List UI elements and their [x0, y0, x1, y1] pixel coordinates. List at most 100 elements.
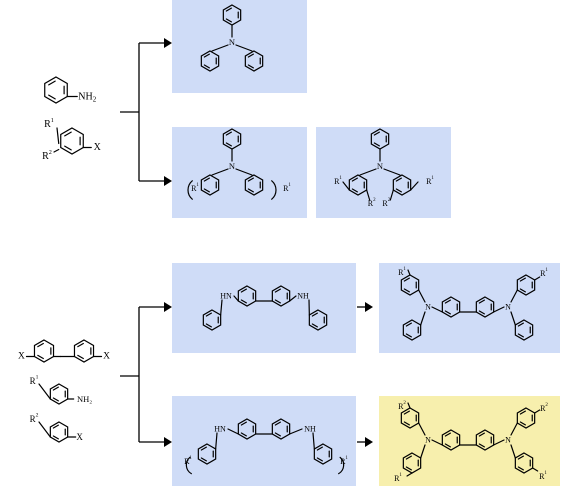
double-bond — [203, 177, 210, 182]
double-bond — [405, 322, 412, 327]
double-bond — [405, 466, 412, 471]
double-bond — [517, 333, 524, 338]
r-superscript: 1 — [189, 455, 192, 460]
bond — [289, 295, 297, 302]
benzene-ring — [237, 418, 257, 440]
r-superscript: 2 — [373, 197, 376, 202]
panel-di-substituted-triarylamine — [316, 127, 451, 218]
panel-tetraphenylbenzidine — [379, 263, 560, 353]
bond — [312, 432, 315, 450]
double-bond — [48, 94, 56, 100]
r-letter: R — [540, 404, 546, 413]
double-bond — [225, 18, 232, 23]
nh-text: NH — [78, 91, 92, 102]
double-bond — [203, 64, 210, 69]
aniline: NH2 — [44, 76, 97, 104]
r1-right-label: R1 — [540, 267, 548, 277]
bond — [493, 306, 505, 313]
double-bond — [444, 299, 451, 304]
r1-bond — [342, 181, 350, 191]
nitrogen-label: N — [229, 161, 235, 171]
bond — [289, 428, 303, 435]
nitrogen-label: N — [229, 37, 235, 47]
r1-right-label: R1 — [426, 175, 434, 185]
double-bond — [200, 457, 207, 462]
double-bond — [316, 457, 323, 462]
double-bond — [247, 53, 254, 58]
benzene-ring — [475, 429, 495, 451]
bond — [431, 306, 443, 313]
double-bond — [37, 342, 44, 348]
benzene-ring — [392, 174, 412, 196]
double-bond — [517, 455, 524, 460]
bond — [227, 428, 239, 435]
double-bond — [203, 188, 210, 193]
r1-left-label: R1 — [394, 472, 402, 482]
benzene-ring — [400, 274, 420, 296]
r-letter: R — [368, 199, 374, 208]
bond — [235, 168, 253, 176]
r2-left-label: R2 — [368, 197, 376, 207]
benzene-ring — [271, 285, 291, 307]
r-letter: R — [394, 474, 400, 483]
double-bond — [274, 421, 281, 426]
double-bond — [205, 312, 212, 317]
substituent-position-arc — [338, 456, 345, 475]
double-bond — [373, 131, 380, 136]
r2-bond — [389, 189, 394, 201]
double-bond — [247, 188, 254, 193]
r1-label: R1 — [30, 374, 39, 386]
double-bond — [205, 323, 212, 328]
double-bond — [37, 354, 44, 360]
r-superscript: 2 — [49, 149, 52, 156]
substituent-position-arc — [271, 180, 277, 200]
double-bond — [225, 131, 232, 136]
double-bond — [77, 354, 84, 360]
r-letter: R — [340, 457, 346, 466]
double-bond — [351, 188, 358, 193]
double-bond — [247, 64, 254, 69]
benzene-ring — [200, 174, 220, 196]
nh-label: NH — [304, 425, 316, 434]
r1-left-label: R1 — [191, 182, 199, 192]
double-bond — [240, 288, 247, 293]
double-bond — [52, 435, 59, 440]
hn-label: HN — [220, 292, 232, 301]
r-letter: R — [382, 199, 388, 208]
bond — [235, 44, 253, 52]
r1-bond — [534, 276, 541, 281]
r-letter: R — [539, 472, 545, 481]
halide-x-label: X — [76, 432, 83, 442]
bond — [383, 168, 401, 176]
r-superscript: 2 — [545, 402, 548, 407]
double-bond — [240, 432, 247, 437]
double-bond — [405, 455, 412, 460]
r-superscript: 1 — [403, 266, 406, 271]
r-superscript: 1 — [51, 117, 54, 124]
double-bond — [395, 188, 402, 193]
bond — [420, 444, 426, 459]
r2-left-label: R2 — [398, 400, 406, 410]
r1-left-label: R1 — [184, 455, 192, 465]
r2-bond — [38, 421, 51, 438]
panel-layer — [172, 0, 560, 486]
r2-bond — [534, 409, 541, 414]
benzene-ring — [49, 421, 69, 443]
r-superscript: 1 — [345, 455, 348, 460]
r2-right-label: R2 — [382, 197, 390, 207]
benzene-ring — [73, 339, 95, 363]
halide-x-label: X — [94, 142, 102, 153]
double-bond — [444, 310, 451, 315]
r1-left-label: R1 — [398, 266, 406, 276]
benzene-ring — [49, 383, 69, 405]
panel-diphenylbenzidine — [172, 263, 356, 353]
benzene-ring — [200, 50, 220, 72]
arrow-to-tetraphenylbenzidine — [357, 302, 373, 312]
